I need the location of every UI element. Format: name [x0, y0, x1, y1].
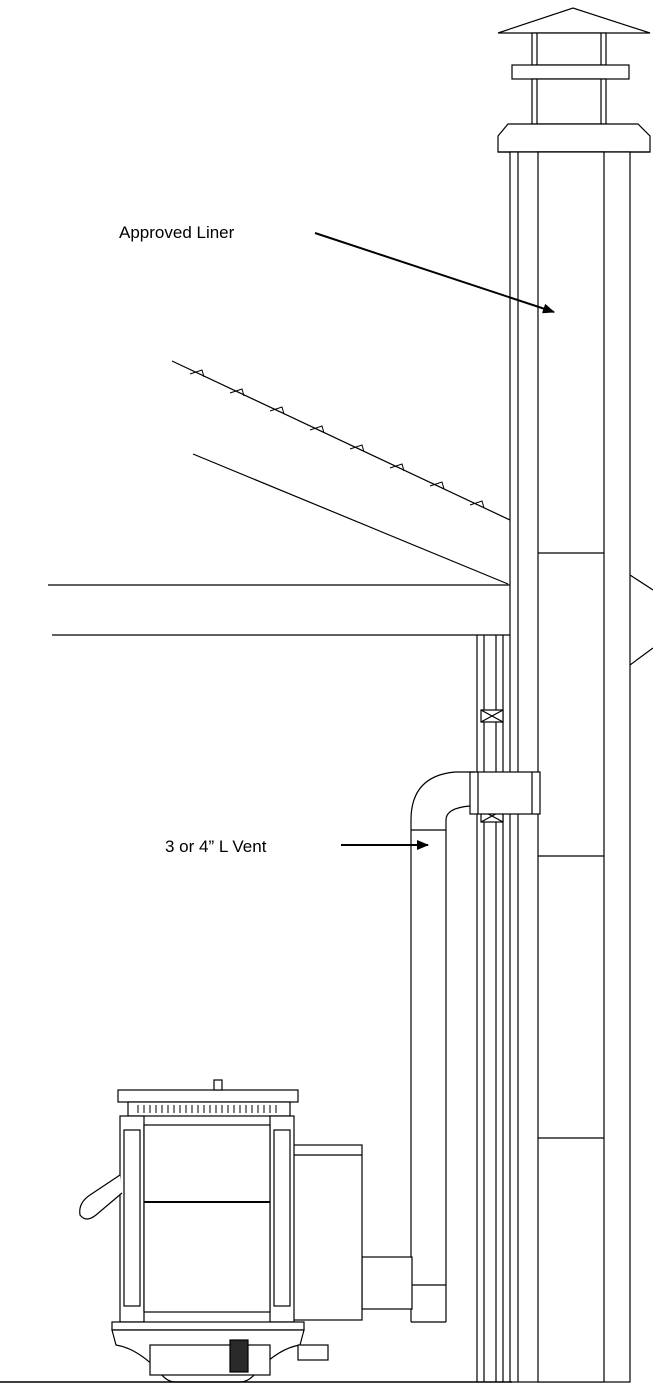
stove	[79, 1079, 329, 1383]
interior-wall	[476, 635, 504, 1382]
approved-liner	[537, 151, 605, 1383]
stove-connector	[291, 1144, 413, 1321]
chimney-cap	[497, 7, 651, 153]
roof	[48, 360, 653, 666]
l-vent-pipe	[410, 771, 475, 1323]
approved-liner-arrow	[314, 232, 555, 314]
approved-liner-label: Approved Liner	[119, 223, 235, 242]
l-vent-label: 3 or 4” L Vent	[165, 837, 267, 856]
wall-thimble	[469, 771, 541, 815]
